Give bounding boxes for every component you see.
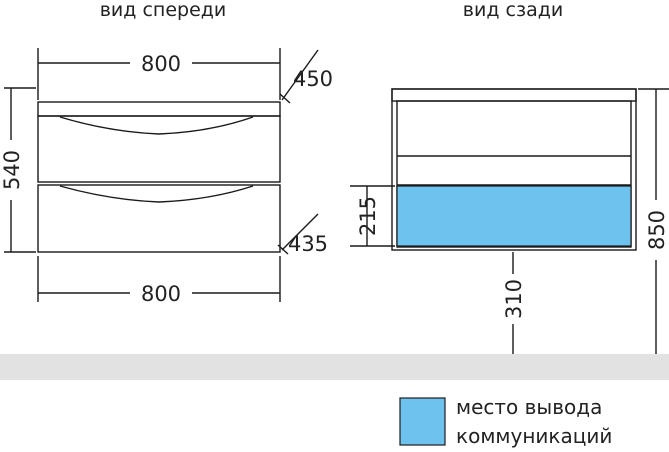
- dim-front-bottom-width-label: 800: [141, 282, 181, 306]
- lower-drawer-handle-curve: [59, 185, 254, 203]
- upper-drawer-handle-curve: [59, 116, 254, 135]
- dim-top-depth-line: [281, 49, 319, 101]
- legend: место вывода коммуникаций: [399, 395, 612, 448]
- legend-line-1: место вывода: [456, 395, 602, 419]
- outlet-zone: [396, 185, 632, 247]
- front-countertop: [37, 101, 281, 117]
- legend-swatch: [399, 397, 446, 446]
- back-view-title: вид сзади: [463, 0, 563, 21]
- dim-front-top-width-label: 800: [141, 52, 181, 76]
- back-countertop: [391, 88, 637, 102]
- dim-bottom-depth-label: 435: [288, 232, 328, 256]
- dim-back-total-height-label: 850: [645, 210, 669, 250]
- dim-top-depth-tick-a: [279, 93, 291, 104]
- front-lower-drawer: [37, 184, 281, 253]
- dim-back-outlet-height-label: 310: [502, 279, 526, 319]
- dim-bottom-depth-line: [281, 213, 319, 251]
- back-view: 215 850 310: [350, 88, 669, 354]
- front-view-title: вид спереди: [100, 0, 227, 21]
- dim-back-section-height-label: 215: [356, 196, 380, 236]
- legend-line-2: коммуникаций: [456, 424, 612, 448]
- dim-bottom-depth-tick-a: [277, 244, 289, 255]
- front-upper-drawer: [37, 115, 281, 183]
- floor-band: [0, 354, 669, 380]
- back-inner-frame: [396, 100, 632, 248]
- dim-top-depth-label: 450: [293, 67, 333, 91]
- front-view: 800 800 540 450 435: [0, 48, 333, 306]
- dim-front-height-label: 540: [0, 150, 24, 190]
